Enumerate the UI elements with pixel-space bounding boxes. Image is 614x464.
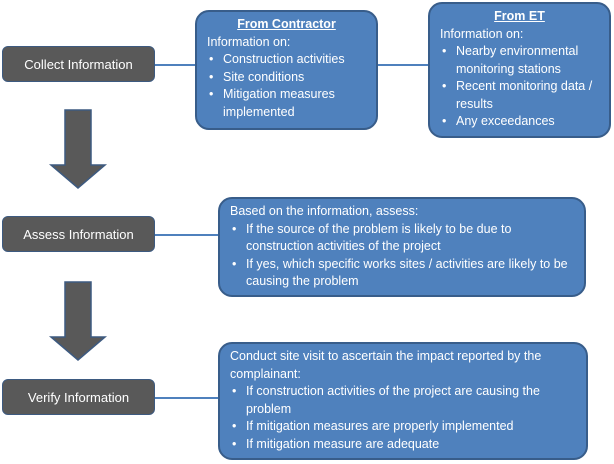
step-collect-information: Collect Information <box>2 46 155 82</box>
down-arrow-icon <box>48 281 108 361</box>
step-verify-information: Verify Information <box>2 379 155 415</box>
list-item: Any exceedances <box>440 113 599 131</box>
contractor-box: From Contractor Information on: Construc… <box>195 10 378 130</box>
step-assess-information: Assess Information <box>2 216 155 252</box>
list-item: Mitigation measures implemented <box>207 86 366 121</box>
verify-intro: Conduct site visit to ascertain the impa… <box>230 349 542 381</box>
list-item: If construction activities of the projec… <box>230 383 576 418</box>
list-item: If mitigation measures are properly impl… <box>230 418 576 436</box>
down-arrow-icon <box>48 109 108 189</box>
list-item: Nearby environmental monitoring stations <box>440 43 599 78</box>
connector-verify <box>155 397 220 399</box>
et-intro: Information on: <box>440 26 524 41</box>
et-title: From ET <box>494 9 545 23</box>
contractor-intro: Information on: <box>207 34 291 49</box>
list-item: Site conditions <box>207 69 366 87</box>
verify-detail-box: Conduct site visit to ascertain the impa… <box>218 342 588 460</box>
assess-detail-box: Based on the information, assess: If the… <box>218 197 586 297</box>
list-item: Recent monitoring data / results <box>440 78 599 113</box>
list-item: If mitigation measure are adequate <box>230 436 576 454</box>
connector-assess <box>155 234 220 236</box>
contractor-title: From Contractor <box>237 17 336 31</box>
assess-intro: Based on the information, assess: <box>230 204 419 218</box>
list-item: Construction activities <box>207 51 366 69</box>
list-item: If the source of the problem is likely t… <box>230 221 574 256</box>
list-item: If yes, which specific works sites / act… <box>230 256 574 291</box>
et-box: From ET Information on: Nearby environme… <box>428 2 611 138</box>
